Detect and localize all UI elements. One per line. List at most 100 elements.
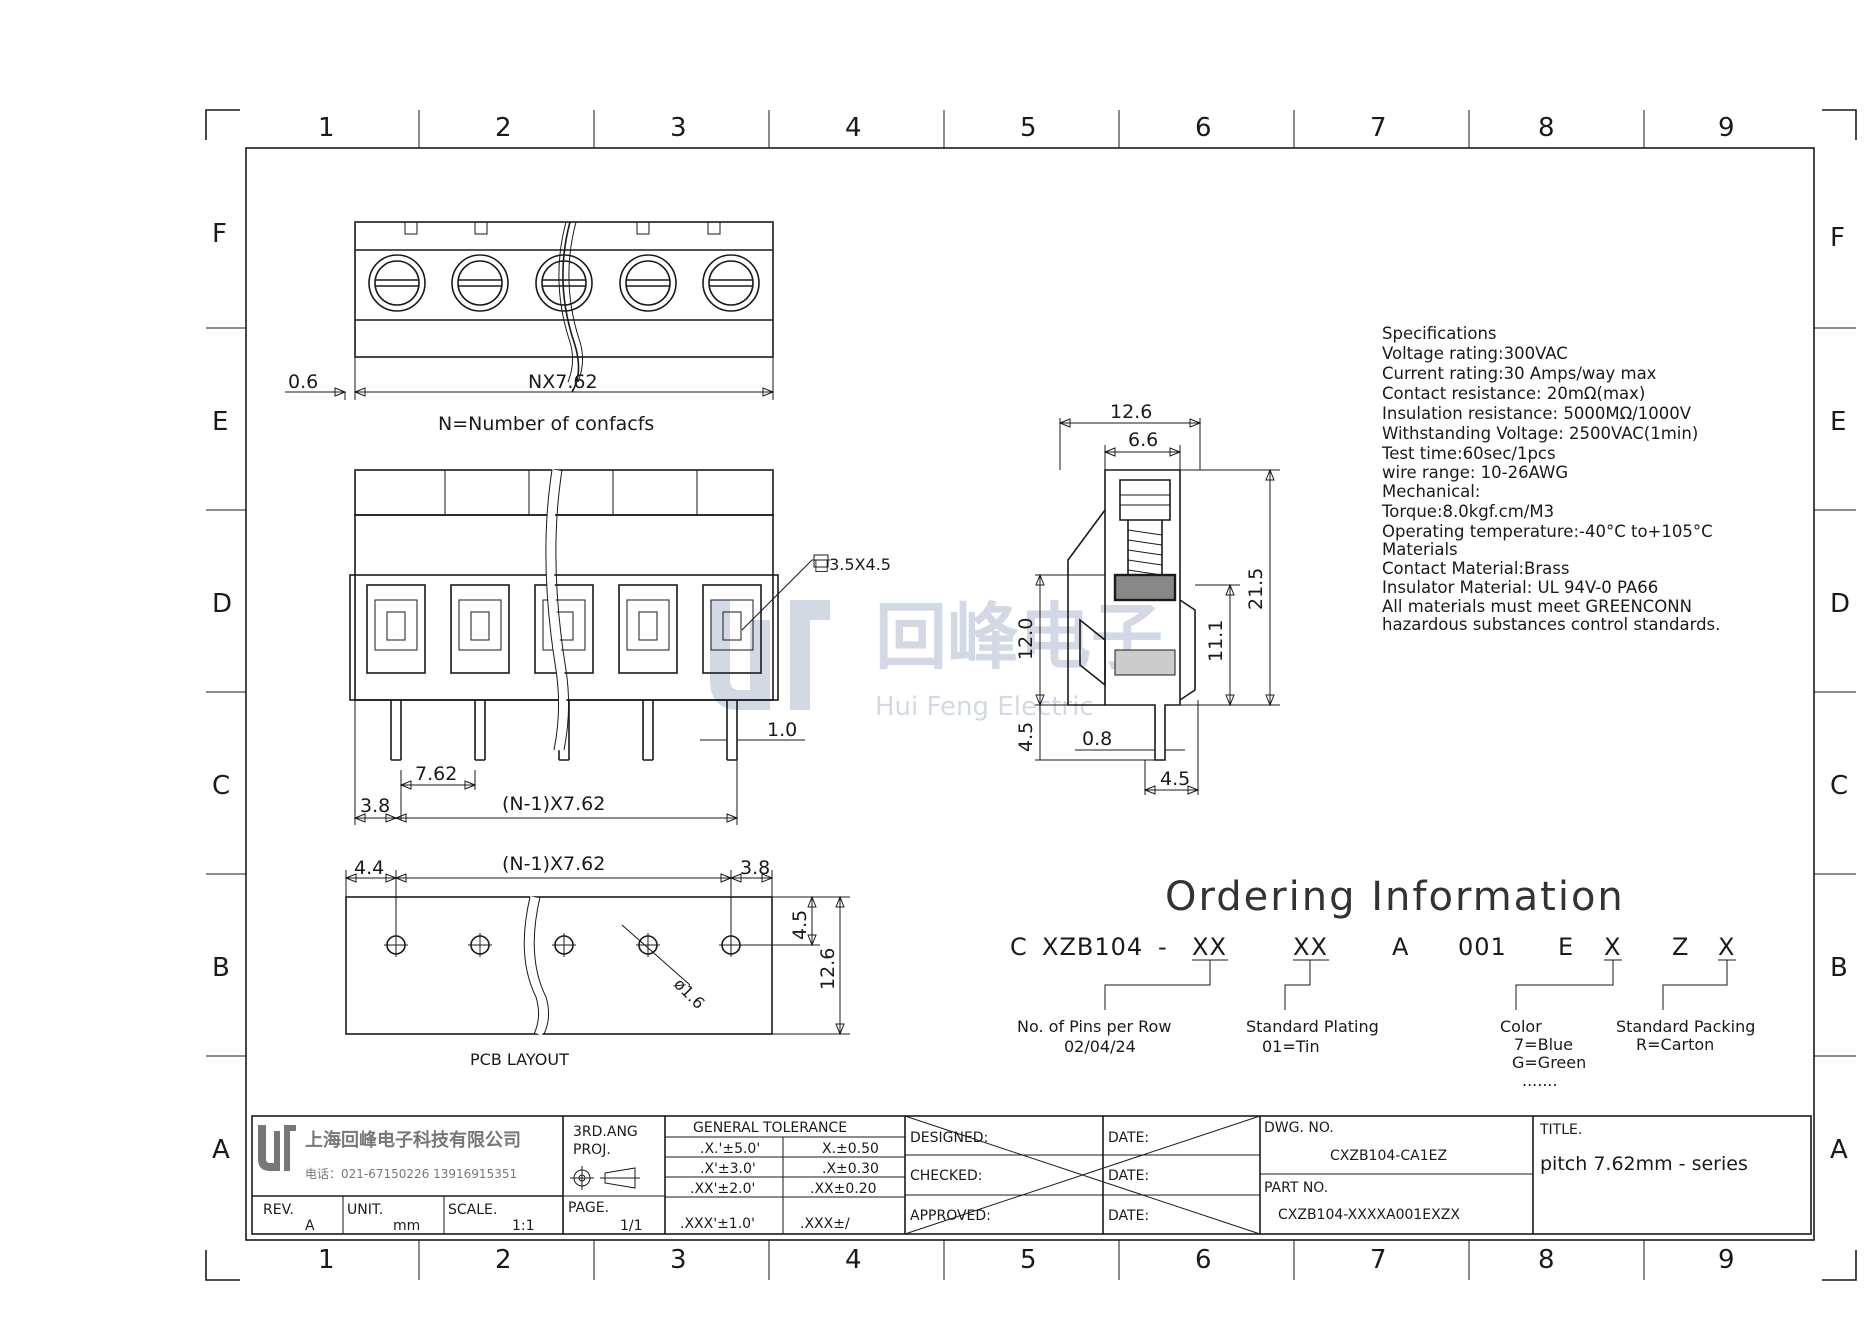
spec-line: Withstanding Voltage: 2500VAC(1min) [1382, 424, 1698, 443]
col-label-bottom: 3 [670, 1245, 687, 1275]
row-label-left: B [212, 953, 230, 983]
approved-label: APPROVED: [910, 1208, 991, 1224]
row-label-right: A [1830, 1135, 1848, 1165]
dim-11-1: 11.1 [1205, 620, 1227, 662]
dim-0-8: 0.8 [1082, 728, 1112, 750]
part-no-label: PART NO. [1264, 1180, 1328, 1196]
dim-1-0: 1.0 [767, 719, 797, 741]
dim-4-5-bottom: 4.5 [1160, 768, 1190, 790]
tolerance-title: GENERAL TOLERANCE [693, 1120, 847, 1136]
specifications: Specifications Voltage rating:300VAC Cur… [1381, 324, 1720, 634]
designed-label: DESIGNED: [910, 1130, 988, 1146]
side-view: 12.6 6.6 21.5 11.1 12.0 4.5 0.8 4.5 [1015, 401, 1280, 795]
row-label-left: A [212, 1135, 230, 1165]
col-label-top: 7 [1370, 113, 1387, 143]
unit-value: mm [393, 1218, 420, 1234]
row-label-right: F [1830, 223, 1845, 253]
spec-line: Specifications [1382, 324, 1497, 343]
tolerance-linear: .X±0.30 [822, 1161, 879, 1177]
col-label-top: 1 [318, 113, 335, 143]
col-label-bottom: 1 [318, 1245, 335, 1275]
order-field-color: Color [1500, 1017, 1542, 1036]
scale-value: 1:1 [512, 1218, 535, 1234]
wire-entry-windows [366, 584, 762, 674]
scale-label: SCALE. [448, 1202, 497, 1218]
col-label-bottom: 4 [845, 1245, 862, 1275]
part-no-value: CXZB104-XXXXA001EXZX [1278, 1207, 1460, 1223]
projection-symbol-icon [570, 1166, 640, 1190]
spec-line: Torque:8.0kgf.cm/M3 [1381, 502, 1554, 521]
dim-4-4: 4.4 [354, 857, 384, 879]
order-code-part: A [1392, 933, 1409, 961]
order-code-part: 001 [1458, 933, 1507, 961]
rev-value: A [305, 1218, 315, 1234]
spec-line: Insulation resistance: 5000MΩ/1000V [1382, 404, 1692, 423]
ordering-title: Ordering Information [1165, 874, 1625, 920]
col-label-bottom: 7 [1370, 1245, 1387, 1275]
dim-span: (N-1)X7.62 [502, 793, 605, 815]
tolerance-angle: .XX'±2.0' [690, 1181, 755, 1197]
row-label-left: E [212, 407, 228, 437]
col-label-bottom: 5 [1020, 1245, 1037, 1275]
dim-6-6: 6.6 [1128, 429, 1158, 451]
unit-label: UNIT. [347, 1202, 383, 1218]
order-field-color-blue: 7=Blue [1514, 1035, 1573, 1054]
dim-0-6: 0.6 [288, 371, 318, 393]
tolerance-linear: .XXX±/ [800, 1216, 850, 1232]
spec-line: Insulator Material: UL 94V-0 PA66 [1382, 578, 1658, 597]
top-view: NX7.62 0.6 N=Number of confacfs [285, 221, 775, 435]
order-code-part: XX [1192, 933, 1227, 961]
dim-12-0: 12.0 [1015, 618, 1037, 660]
projection-line-2: PROJ. [573, 1142, 611, 1158]
order-field-packing-values: R=Carton [1636, 1035, 1714, 1054]
title-value: pitch 7.62mm - series [1540, 1153, 1748, 1175]
order-code-part: E [1558, 933, 1574, 961]
col-label-top: 4 [845, 113, 862, 143]
screw-thread [1127, 529, 1163, 576]
order-code-part: XZB104 [1042, 933, 1143, 961]
row-label-right: E [1830, 407, 1846, 437]
spec-line: Operating temperature:-40°C to+105°C [1382, 522, 1713, 541]
top-view-note: N=Number of confacfs [438, 413, 654, 435]
company-phone: 电话：021-67150226 13916915351 [305, 1167, 517, 1181]
spec-line: Voltage rating:300VAC [1382, 344, 1568, 363]
spec-line: Current rating:30 Amps/way max [1382, 364, 1657, 383]
order-field-packing: Standard Packing [1616, 1017, 1755, 1036]
tolerance-angle: .X'±3.0' [700, 1161, 756, 1177]
order-code-part: XX [1293, 933, 1328, 961]
dim-12-6-top: 12.6 [1110, 401, 1152, 423]
spec-line: Materials [1382, 540, 1458, 559]
order-field-pins: No. of Pins per Row [1017, 1017, 1171, 1036]
date-label: DATE: [1108, 1208, 1149, 1224]
spec-line: Mechanical: [1382, 482, 1480, 501]
front-view: □3.5X4.5 7.62 3.8 (N-1)X7.62 1.0 [349, 469, 891, 825]
dim-nx762: NX7.62 [528, 371, 598, 393]
dim-pcb-12-6: 12.6 [817, 948, 839, 990]
row-label-right: D [1830, 589, 1850, 619]
col-label-top: 2 [495, 113, 512, 143]
tolerance-linear: X.±0.50 [822, 1141, 879, 1157]
watermark-en: Hui Feng Electric [875, 692, 1094, 722]
order-code-part: X [1718, 933, 1735, 961]
order-code-part: C [1010, 933, 1028, 961]
order-field-plating: Standard Plating [1246, 1017, 1379, 1036]
dim-4-5-left: 4.5 [1015, 722, 1037, 752]
order-code-part: Z [1672, 933, 1689, 961]
spec-line: wire range: 10-26AWG [1382, 463, 1568, 482]
dim-3-8-pcb: 3.8 [740, 857, 770, 879]
spec-line: Contact resistance: 20mΩ(max) [1382, 384, 1645, 403]
company-name-cn: 上海回峰电子科技有限公司 [305, 1129, 521, 1151]
dim-hole: ø1.6 [670, 974, 708, 1012]
spec-line: Test time:60sec/1pcs [1381, 444, 1556, 463]
dim-3-8: 3.8 [360, 795, 390, 817]
row-label-right: C [1830, 771, 1848, 801]
tolerance-angle: .X.'±5.0' [700, 1141, 760, 1157]
col-label-bottom: 8 [1538, 1245, 1555, 1275]
row-label-right: B [1830, 953, 1848, 983]
dim-wire-entry: □3.5X4.5 [814, 555, 891, 574]
order-field-pins-values: 02/04/24 [1064, 1037, 1136, 1056]
order-field-plating-values: 01=Tin [1262, 1037, 1320, 1056]
date-label: DATE: [1108, 1130, 1149, 1146]
col-label-bottom: 6 [1195, 1245, 1212, 1275]
